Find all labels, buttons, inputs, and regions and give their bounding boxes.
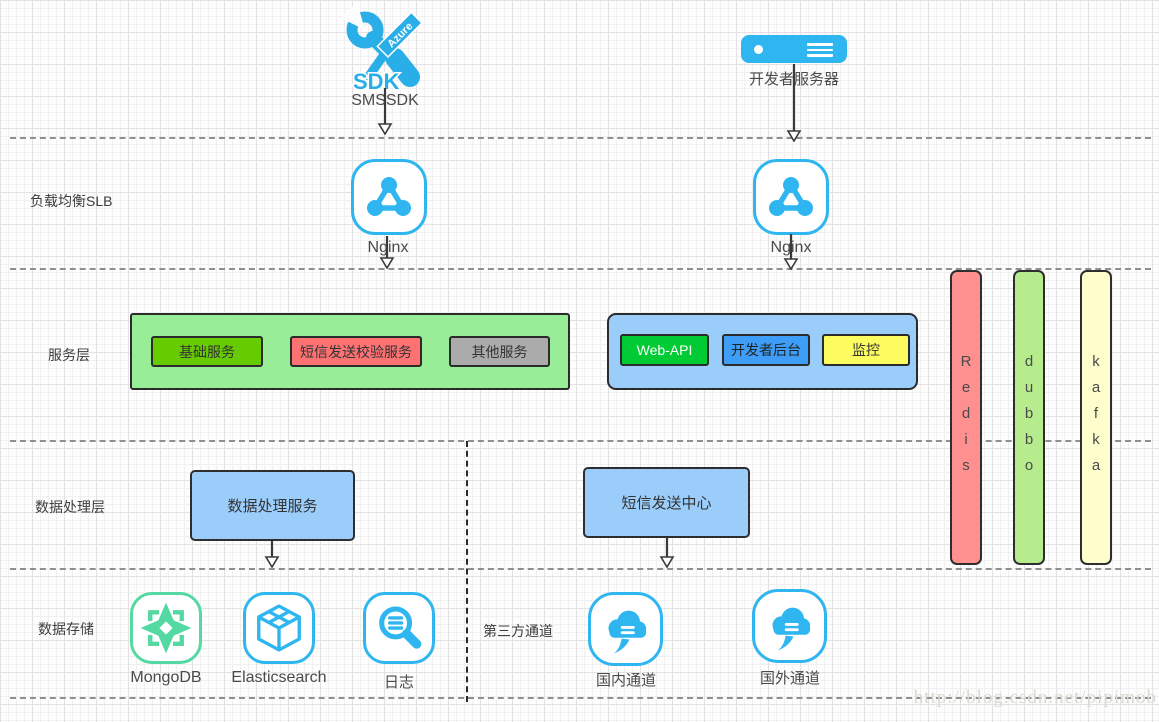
layer-divider-3 bbox=[10, 440, 1151, 442]
nginx-left-icon bbox=[351, 159, 427, 235]
domestic-channel-label: 国内通道 bbox=[595, 672, 657, 689]
data-processing-service-box: 数据处理服务 bbox=[190, 470, 355, 541]
cube-glyph bbox=[257, 604, 301, 652]
sdk-icon-text: SDK bbox=[353, 69, 400, 92]
sms-send-center-box: 短信发送中心 bbox=[583, 467, 750, 538]
elasticsearch-label: Elasticsearch bbox=[231, 669, 327, 686]
middleware-bar-kafka-label: kafka bbox=[1087, 352, 1105, 483]
nginx-right-icon bbox=[753, 159, 829, 235]
node-network-glyph bbox=[367, 177, 411, 216]
row-label-processing: 数据处理层 bbox=[35, 499, 105, 515]
arrow-nginx-left-down bbox=[379, 236, 395, 274]
service-chip-dev-console: 开发者后台 bbox=[722, 334, 810, 366]
cloud-sms-glyph bbox=[772, 607, 810, 651]
service-chip-basic: 基础服务 bbox=[151, 336, 263, 367]
magnifier-lines-glyph bbox=[379, 606, 422, 649]
layer-divider-4 bbox=[10, 568, 1151, 570]
arrow-nginx-right-down bbox=[783, 234, 799, 275]
service-chip-sms-verify: 短信发送校验服务 bbox=[290, 336, 422, 367]
middleware-bar-dubbo-label: dubbo bbox=[1020, 352, 1038, 483]
row-label-storage: 数据存储 bbox=[38, 621, 94, 637]
service-chip-web-api: Web-API bbox=[620, 334, 709, 366]
arrow-smssdk-to-slb bbox=[377, 88, 393, 140]
row-label-third-party: 第三方通道 bbox=[483, 623, 553, 639]
sms-sdk-tools-icon: Azure SDK bbox=[341, 2, 427, 96]
log-label: 日志 bbox=[383, 674, 415, 691]
log-icon bbox=[363, 592, 435, 664]
node-network-glyph bbox=[769, 177, 813, 216]
service-chip-monitor: 监控 bbox=[822, 334, 910, 366]
international-channel-label: 国外通道 bbox=[759, 670, 821, 687]
service-group-internal: 基础服务 短信发送校验服务 其他服务 bbox=[130, 313, 570, 390]
mongodb-icon bbox=[130, 592, 202, 664]
middleware-bar-redis-label: Redis bbox=[957, 352, 975, 483]
domestic-channel-icon bbox=[588, 592, 663, 666]
middleware-bar-dubbo: dubbo bbox=[1013, 270, 1045, 565]
arrow-devserver-to-slb bbox=[786, 64, 802, 147]
elasticsearch-icon bbox=[243, 592, 315, 664]
compass-star-glyph bbox=[140, 602, 192, 654]
row-label-service: 服务层 bbox=[48, 347, 90, 363]
mongodb-label: MongoDB bbox=[130, 669, 202, 686]
service-group-web: Web-API 开发者后台 监控 bbox=[607, 313, 918, 390]
arrow-data-service-down bbox=[264, 541, 280, 573]
developer-server-icon bbox=[741, 35, 847, 63]
row-label-slb: 负载均衡SLB bbox=[30, 193, 113, 209]
international-channel-icon bbox=[752, 589, 827, 663]
column-divider bbox=[466, 441, 468, 702]
arrow-sms-center-down bbox=[659, 538, 675, 573]
service-chip-other: 其他服务 bbox=[449, 336, 550, 367]
server-vent-lines bbox=[807, 43, 833, 60]
layer-divider-5 bbox=[10, 697, 1151, 699]
layer-divider-1 bbox=[10, 137, 1151, 139]
cloud-sms-glyph bbox=[608, 610, 646, 654]
wrench-opening bbox=[341, 2, 365, 30]
layer-divider-2 bbox=[10, 268, 1151, 270]
middleware-bar-redis: Redis bbox=[950, 270, 982, 565]
middleware-bar-kafka: kafka bbox=[1080, 270, 1112, 565]
server-led-dot bbox=[754, 45, 763, 54]
watermark: http://blog.csdn.net/pipimob bbox=[913, 687, 1157, 708]
